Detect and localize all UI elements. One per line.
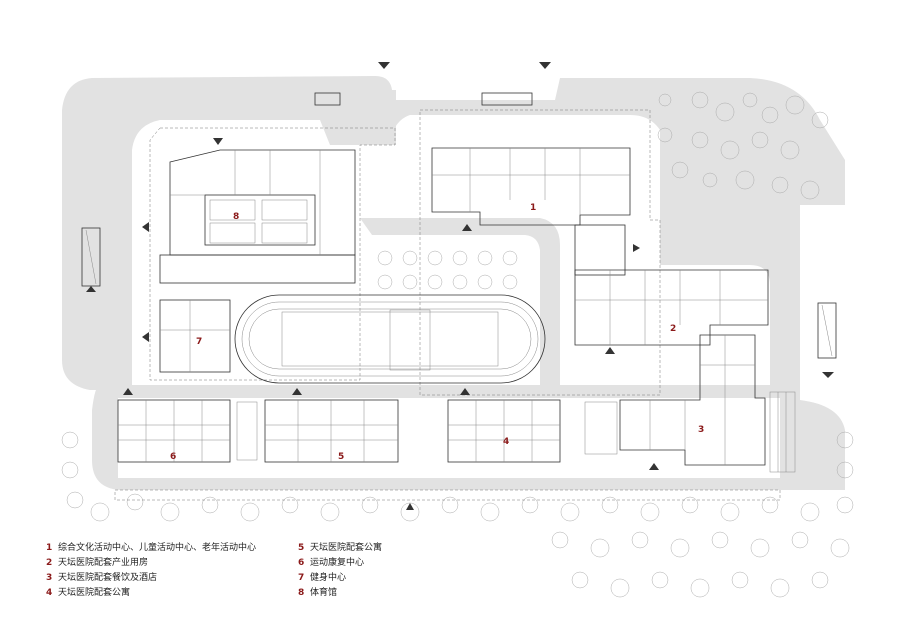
building-8-gymnasium (159, 149, 356, 284)
building-3-hotel (584, 334, 796, 473)
building-6-rehab (117, 399, 231, 463)
label-building-7: 7 (196, 337, 202, 347)
building-5-apartment (236, 399, 399, 463)
building-number-labels: 1 2 3 4 5 6 7 8 (170, 203, 704, 462)
building-1-culture-center (431, 147, 631, 276)
label-building-1: 1 (530, 203, 536, 213)
road-network (62, 76, 845, 490)
label-building-8: 8 (233, 212, 239, 222)
building-4-apartment (447, 399, 561, 463)
building-2-industry (574, 269, 769, 346)
entrance-arrows (86, 62, 834, 510)
tree-canopy (61, 91, 854, 598)
building-7-fitness (159, 299, 231, 373)
label-building-5: 5 (338, 452, 344, 462)
running-track (234, 294, 546, 384)
basement-outline (114, 109, 781, 501)
label-building-4: 4 (503, 437, 509, 447)
label-building-3: 3 (698, 425, 704, 435)
label-building-6: 6 (170, 452, 176, 462)
label-building-2: 2 (670, 324, 676, 334)
